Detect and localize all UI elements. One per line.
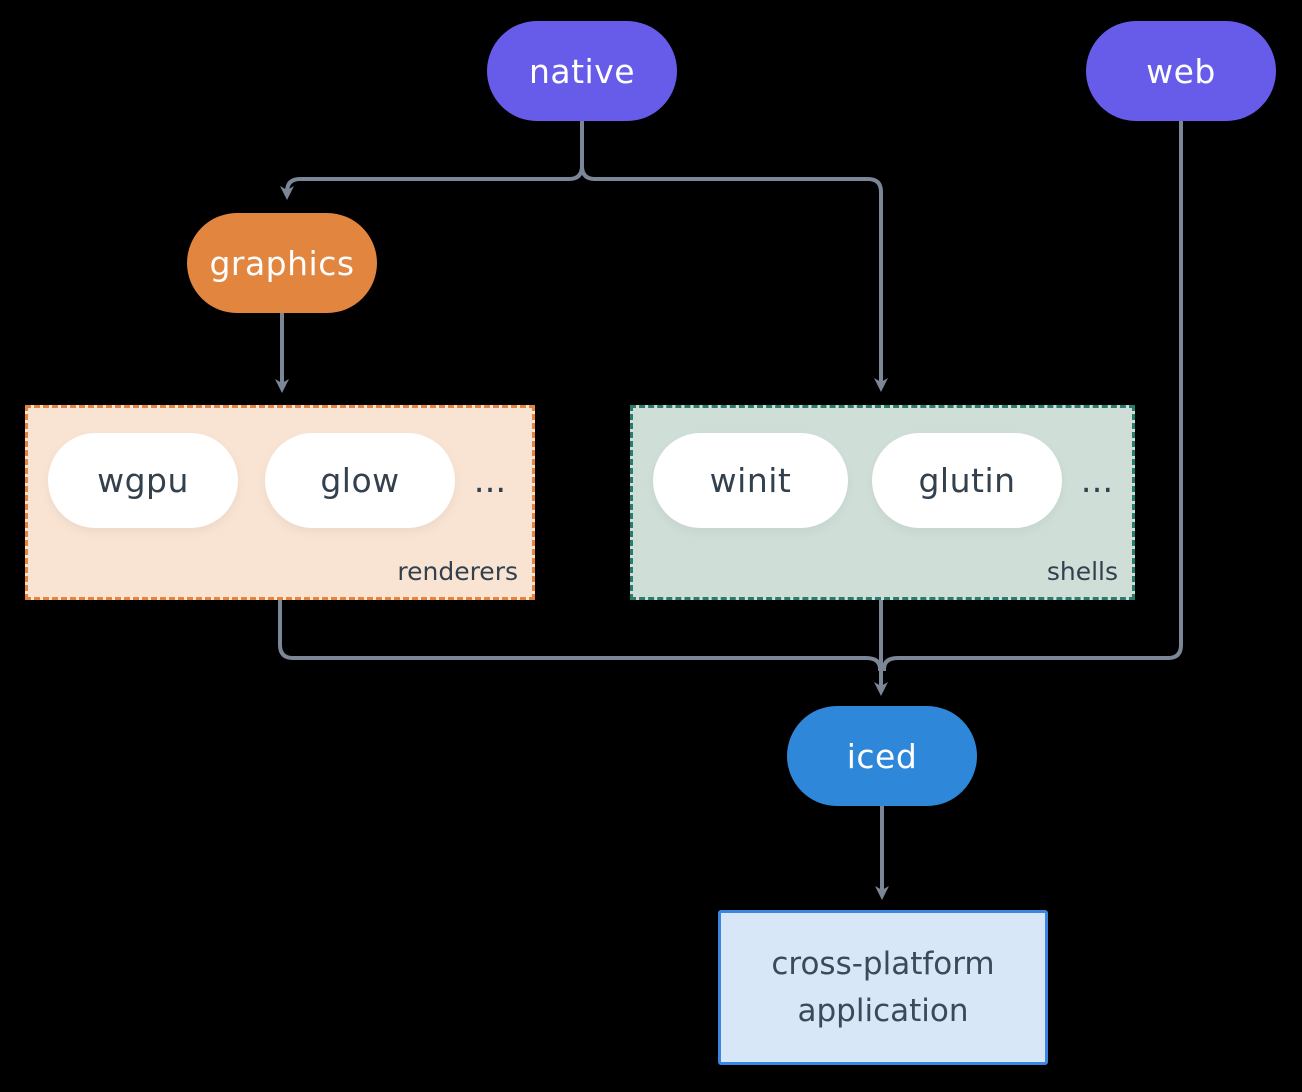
application-label-line2: application	[797, 992, 969, 1029]
edge-web-iced	[882, 121, 1183, 671]
node-glutin: glutin	[872, 433, 1062, 528]
edge-native-shells	[580, 121, 888, 392]
node-web-label: web	[1146, 51, 1216, 91]
node-glow-label: glow	[320, 461, 400, 500]
renderers-group-label: renderers	[397, 557, 518, 586]
node-web: web	[1086, 21, 1276, 121]
edge-renderers-iced	[278, 600, 882, 671]
node-wgpu: wgpu	[48, 433, 238, 528]
shells-group-label: shells	[1046, 557, 1118, 586]
node-glutin-label: glutin	[918, 461, 1016, 500]
shells-ellipsis: ...	[1080, 460, 1114, 501]
node-graphics: graphics	[187, 213, 377, 313]
group-renderers: wgpu glow ... renderers	[25, 405, 535, 600]
group-shells: winit glutin ... shells	[630, 405, 1135, 600]
node-glow: glow	[265, 433, 455, 528]
node-native: native	[487, 21, 677, 121]
renderers-ellipsis: ...	[473, 460, 507, 501]
node-iced-label: iced	[846, 736, 918, 776]
node-wgpu-label: wgpu	[97, 461, 189, 500]
node-winit: winit	[653, 433, 848, 528]
node-graphics-label: graphics	[209, 243, 355, 283]
node-native-label: native	[528, 51, 636, 91]
node-winit-label: winit	[709, 461, 792, 500]
node-iced: iced	[787, 706, 977, 806]
node-cross-platform-application: cross-platform application	[718, 910, 1048, 1065]
edge-native-graphics	[280, 121, 584, 200]
application-label-line1: cross-platform	[771, 945, 995, 982]
